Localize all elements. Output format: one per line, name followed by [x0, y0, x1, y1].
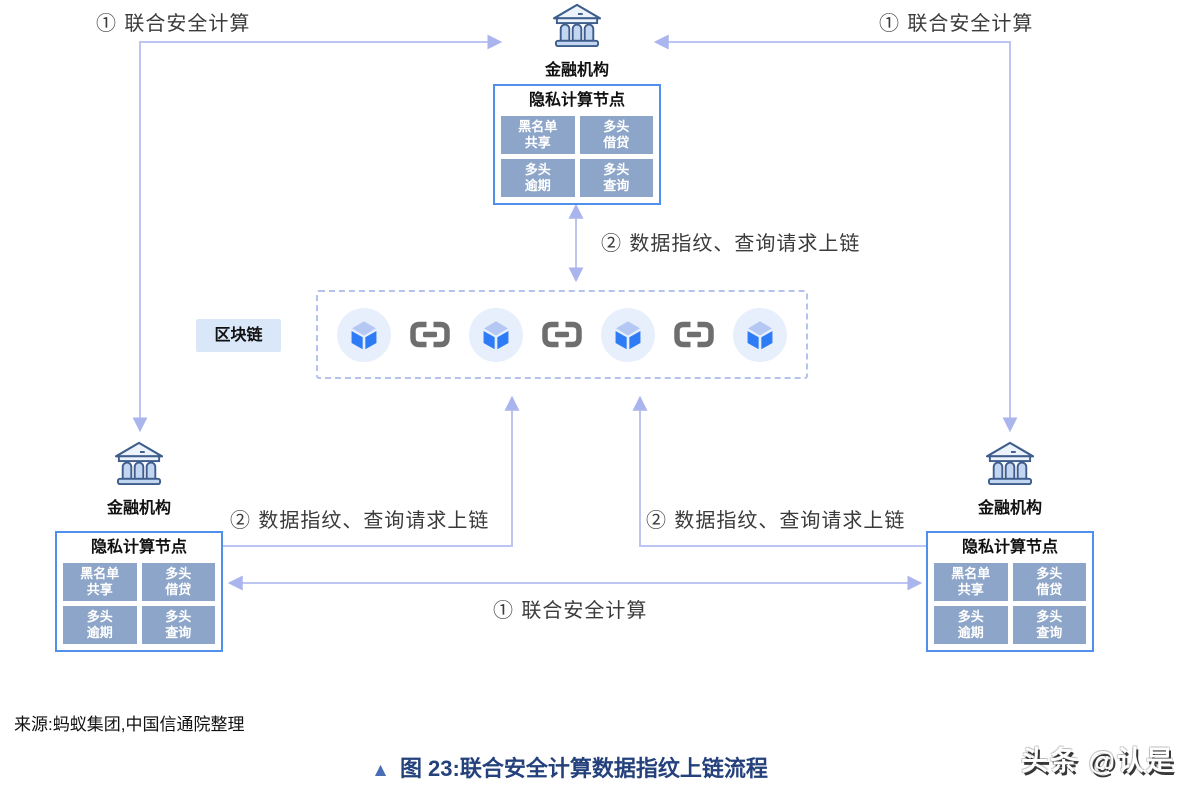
panel-cell-query: 多头 查询 — [141, 606, 215, 644]
caption-text: 图 23:联合安全计算数据指纹上链流程 — [399, 756, 768, 781]
cell-line: 多头 — [524, 162, 551, 177]
cell-line: 借贷 — [165, 582, 192, 597]
chain-link-icon — [674, 321, 714, 348]
privacy-panel: 隐私计算节点 黑名单 共享 多头 借贷 多头 逾期 多头 查询 — [926, 531, 1094, 652]
flow-label-fingerprint-top: ② 数据指纹、查询请求上链 — [601, 231, 861, 255]
flow-label-joint-top-right: ① 联合安全计算 — [879, 11, 1034, 35]
institution-label: 金融机构 — [106, 500, 171, 517]
panel-cell-blacklist: 黑名单 共享 — [63, 563, 137, 601]
chain-link-icon — [410, 321, 450, 348]
cell-line: 多头 — [603, 119, 630, 134]
privacy-panel: 隐私计算节点 黑名单 共享 多头 借贷 多头 逾期 多头 查询 — [493, 84, 661, 205]
cell-line: 多头 — [1036, 609, 1063, 624]
block-node — [337, 307, 391, 362]
flow-label-joint-bottom: ① 联合安全计算 — [493, 598, 648, 622]
flow-label-fingerprint-bottom-left: ② 数据指纹、查询请求上链 — [230, 508, 490, 532]
cell-line: 借贷 — [603, 135, 630, 150]
panel-cell-lending: 多头 借贷 — [579, 116, 653, 154]
panel-cell-overdue: 多头 逾期 — [934, 606, 1008, 644]
cell-line: 共享 — [86, 582, 113, 597]
cell-line: 借贷 — [1036, 582, 1063, 597]
cell-line: 黑名单 — [80, 566, 120, 581]
panel-grid: 黑名单 共享 多头 借贷 多头 逾期 多头 查询 — [928, 563, 1092, 650]
cube-icon — [747, 320, 773, 349]
institution-node-bottom-left: 金融机构 隐私计算节点 黑名单 共享 多头 借贷 多头 逾期 多头 查询 — [54, 440, 224, 652]
bank-icon — [552, 3, 602, 48]
institution-label: 金融机构 — [977, 500, 1042, 517]
institution-node-top: 金融机构 隐私计算节点 黑名单 共享 多头 借贷 多头 逾期 多头 查询 — [492, 2, 662, 205]
panel-cell-query: 多头 查询 — [1012, 606, 1086, 644]
cell-line: 多头 — [603, 162, 630, 177]
institution-label: 金融机构 — [544, 62, 609, 79]
panel-cell-overdue: 多头 逾期 — [63, 606, 137, 644]
panel-cell-overdue: 多头 逾期 — [501, 159, 575, 197]
panel-cell-lending: 多头 借贷 — [141, 563, 215, 601]
panel-title: 隐私计算节点 — [528, 92, 625, 109]
cell-line: 多头 — [1036, 566, 1063, 581]
arrow-joint-top-right — [653, 34, 1018, 433]
source-note: 来源:蚂蚁集团,中国信通院整理 — [14, 715, 245, 734]
cell-line: 黑名单 — [951, 566, 991, 581]
caption-triangle-icon: ▲ — [371, 760, 390, 781]
privacy-panel: 隐私计算节点 黑名单 共享 多头 借贷 多头 逾期 多头 查询 — [55, 531, 223, 652]
flow-label-fingerprint-bottom-right: ② 数据指纹、查询请求上链 — [646, 508, 906, 532]
panel-title: 隐私计算节点 — [90, 539, 187, 556]
bank-icon — [114, 441, 164, 486]
cell-line: 共享 — [524, 135, 551, 150]
cell-line: 查询 — [1036, 625, 1063, 640]
watermark: 头条 @认是 — [1021, 746, 1175, 776]
cell-line: 多头 — [165, 566, 192, 581]
block-node — [601, 307, 655, 362]
panel-cell-query: 多头 查询 — [579, 159, 653, 197]
bank-icon — [985, 441, 1035, 486]
figure-caption: ▲ 图 23:联合安全计算数据指纹上链流程 — [0, 751, 1139, 783]
cell-line: 多头 — [165, 609, 192, 624]
chain-link-icon — [542, 321, 582, 348]
blockchain-box — [316, 290, 808, 379]
cube-icon — [351, 320, 377, 349]
arrow-fingerprint-left — [222, 395, 520, 547]
panel-cell-lending: 多头 借贷 — [1012, 563, 1086, 601]
flow-label-joint-top-left: ① 联合安全计算 — [96, 11, 251, 35]
cell-line: 共享 — [957, 582, 984, 597]
cell-line: 逾期 — [86, 625, 113, 640]
cell-line: 查询 — [603, 178, 630, 193]
panel-title: 隐私计算节点 — [961, 539, 1058, 556]
cell-line: 逾期 — [957, 625, 984, 640]
arrow-fingerprint-right — [632, 395, 927, 547]
institution-node-bottom-right: 金融机构 隐私计算节点 黑名单 共享 多头 借贷 多头 逾期 多头 查询 — [925, 440, 1095, 652]
arrow-joint-top-left — [132, 34, 503, 433]
panel-grid: 黑名单 共享 多头 借贷 多头 逾期 多头 查询 — [495, 116, 659, 203]
cell-line: 查询 — [165, 625, 192, 640]
cube-icon — [483, 320, 509, 349]
block-node — [733, 307, 787, 362]
cell-line: 黑名单 — [518, 119, 558, 134]
cube-icon — [615, 320, 641, 349]
panel-cell-blacklist: 黑名单 共享 — [501, 116, 575, 154]
panel-cell-blacklist: 黑名单 共享 — [934, 563, 1008, 601]
cell-line: 逾期 — [524, 178, 551, 193]
cell-line: 多头 — [86, 609, 113, 624]
panel-grid: 黑名单 共享 多头 借贷 多头 逾期 多头 查询 — [57, 563, 221, 650]
cell-line: 多头 — [957, 609, 984, 624]
blockchain-label: 区块链 — [196, 319, 281, 352]
block-node — [469, 307, 523, 362]
